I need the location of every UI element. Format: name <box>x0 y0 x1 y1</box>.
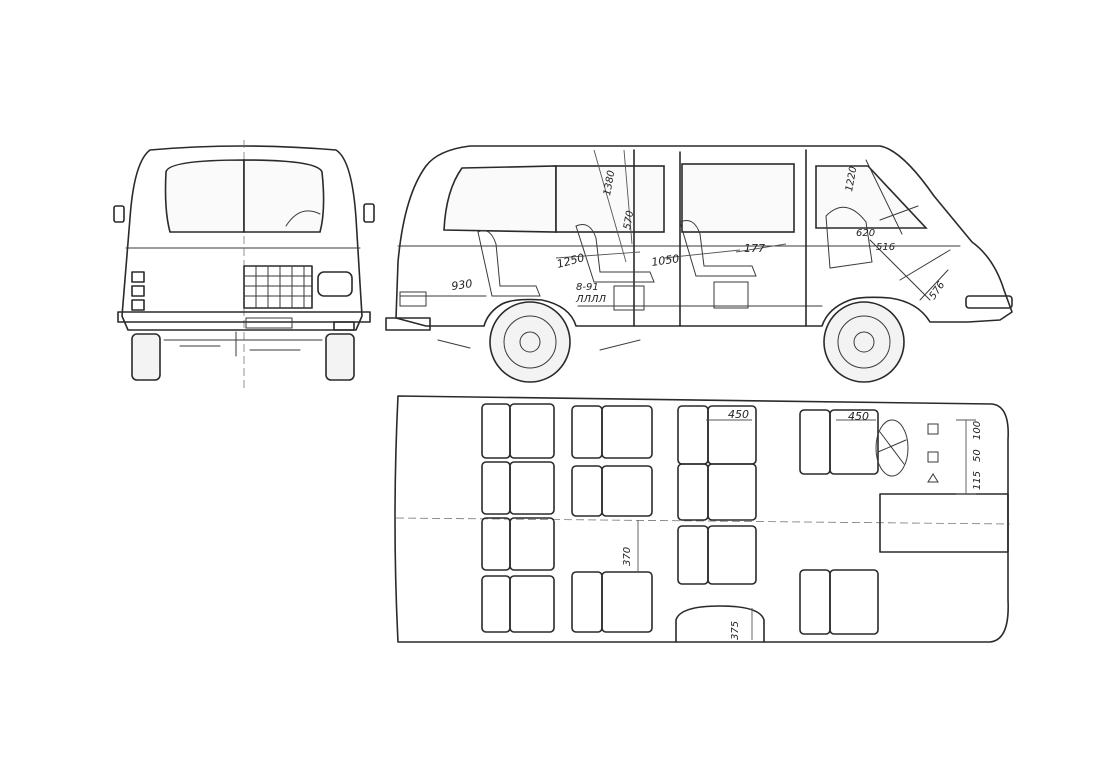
seat-profile-3 <box>679 220 757 277</box>
front-view-wheel-right <box>325 333 355 381</box>
dim-1050: 1050 <box>651 252 681 269</box>
dim-516: 516 <box>876 242 895 253</box>
side-window-2 <box>555 165 665 233</box>
dim-1250: 1250 <box>555 251 585 271</box>
engine-cover <box>879 493 1009 553</box>
floor-plan: 450 450 370 375 115 50 100 <box>394 395 1011 643</box>
seat-profile-1 <box>477 230 541 297</box>
rear-lamp <box>399 291 427 307</box>
dim-570: 570 <box>622 210 636 231</box>
front-passenger-seat <box>799 569 879 635</box>
seat-width-label-1: 450 <box>728 408 749 421</box>
side-window-3 <box>681 163 795 233</box>
bumper <box>117 311 371 323</box>
seat-row-2 <box>571 405 653 633</box>
dim-1220: 1220 <box>844 166 859 193</box>
seat-row-1 <box>481 403 555 633</box>
rear-bumper <box>385 317 431 331</box>
headlight <box>317 271 353 297</box>
dim-100: 100 <box>972 421 983 440</box>
dim-115: 115 <box>972 471 983 490</box>
seat-base-3 <box>713 281 749 309</box>
rear-gap-label: 375 <box>730 621 741 640</box>
note-line-1: 8-91 <box>576 282 599 293</box>
step-well <box>675 605 765 643</box>
driver-seat-profile <box>825 206 873 269</box>
front-rear-view <box>113 140 375 390</box>
side-window-1 <box>443 165 557 233</box>
seat-profile-2 <box>575 224 655 283</box>
cab-window <box>815 165 928 229</box>
pedal-3 <box>927 473 939 483</box>
seat-base-2 <box>613 285 645 311</box>
pedal-1 <box>927 423 939 435</box>
dim-930: 930 <box>451 277 474 293</box>
driver-seat <box>799 409 909 477</box>
seat-width-label-2: 450 <box>848 410 869 423</box>
side-view: 930 1250 1380 570 1050 177 1220 620 516 … <box>385 145 1013 383</box>
dim-50: 50 <box>972 449 983 462</box>
note-line-2: ЛЛЛЛ <box>575 294 607 305</box>
front-view-wheel-left <box>131 333 161 381</box>
front-wheel <box>823 301 905 383</box>
dim-576: 576 <box>927 280 947 302</box>
rear-wheel <box>489 301 571 383</box>
aisle-width-label: 370 <box>622 547 633 566</box>
dim-620: 620 <box>856 228 875 239</box>
front-grille <box>243 265 313 309</box>
dim-1380: 1380 <box>602 170 617 197</box>
seat-row-3 <box>677 405 757 585</box>
dim-177: 177 <box>744 242 765 255</box>
front-bumper <box>965 295 1013 309</box>
pedal-2 <box>927 451 939 463</box>
